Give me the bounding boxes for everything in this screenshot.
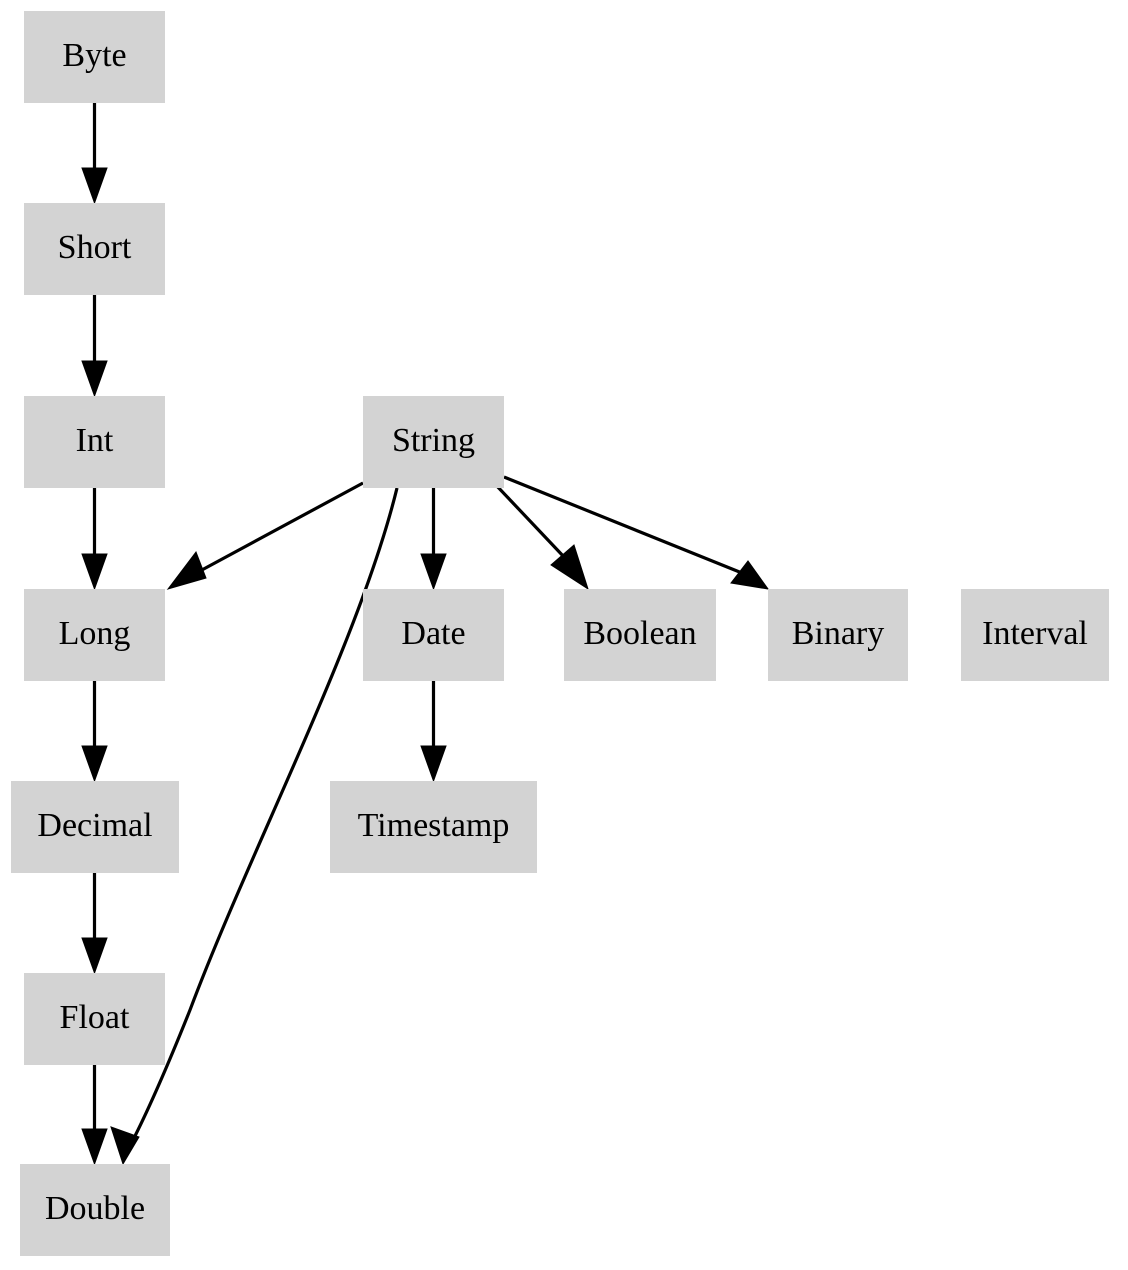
node-rect[interactable] xyxy=(24,396,165,488)
arrowhead-icon xyxy=(81,360,108,398)
edge-line xyxy=(493,482,567,560)
arrowhead-icon xyxy=(110,1126,140,1166)
node-int[interactable]: Int xyxy=(24,396,165,488)
arrowhead-icon xyxy=(730,560,770,590)
node-label: Boolean xyxy=(583,615,696,652)
node-interval[interactable]: Interval xyxy=(961,589,1109,681)
edge-decimal-float xyxy=(81,873,108,975)
node-decimal[interactable]: Decimal xyxy=(11,781,179,873)
arrowhead-icon xyxy=(81,937,108,975)
arrowhead-icon xyxy=(81,167,108,205)
node-label: Timestamp xyxy=(358,807,510,844)
node-rect[interactable] xyxy=(363,589,504,681)
arrowhead-icon xyxy=(81,553,108,591)
node-rect[interactable] xyxy=(24,589,165,681)
node-label: Date xyxy=(401,615,465,652)
edge-string-boolean xyxy=(493,482,589,591)
node-label: Decimal xyxy=(37,807,152,844)
node-string[interactable]: String xyxy=(363,396,504,488)
node-label: Byte xyxy=(62,37,126,74)
node-float[interactable]: Float xyxy=(24,973,165,1065)
node-label: Double xyxy=(45,1190,145,1227)
node-rect[interactable] xyxy=(564,589,716,681)
node-label: Short xyxy=(58,229,132,266)
edge-line xyxy=(503,475,743,575)
node-label: Interval xyxy=(982,615,1088,652)
edge-string-date xyxy=(420,488,447,591)
node-short[interactable]: Short xyxy=(24,203,165,295)
arrowhead-icon xyxy=(166,550,207,590)
node-byte[interactable]: Byte xyxy=(24,11,165,103)
node-boolean[interactable]: Boolean xyxy=(564,589,716,681)
node-date[interactable]: Date xyxy=(363,589,504,681)
node-label: String xyxy=(392,422,475,459)
node-long[interactable]: Long xyxy=(24,589,165,681)
edge-byte-short xyxy=(81,103,108,205)
edge-long-decimal xyxy=(81,681,108,783)
arrowhead-icon xyxy=(420,745,447,783)
node-rect[interactable] xyxy=(24,203,165,295)
node-rect[interactable] xyxy=(363,396,504,488)
node-label: Int xyxy=(76,422,114,459)
arrowhead-icon xyxy=(420,553,447,591)
edge-string-double xyxy=(110,487,399,1166)
node-label: Float xyxy=(60,999,130,1036)
edge-string-binary xyxy=(503,475,770,590)
node-rect[interactable] xyxy=(768,589,908,681)
node-label: Long xyxy=(59,615,131,652)
edge-short-int xyxy=(81,295,108,398)
edge-string-long xyxy=(166,481,364,590)
arrowhead-icon xyxy=(550,544,589,591)
node-binary[interactable]: Binary xyxy=(768,589,908,681)
arrowhead-icon xyxy=(81,745,108,783)
node-timestamp[interactable]: Timestamp xyxy=(330,781,537,873)
node-label: Binary xyxy=(792,615,885,652)
edges-layer xyxy=(81,103,770,1166)
arrowhead-icon xyxy=(81,1128,108,1166)
edge-float-double xyxy=(81,1065,108,1166)
edge-date-timestamp xyxy=(420,681,447,783)
node-rect[interactable] xyxy=(20,1164,170,1256)
edge-line xyxy=(199,481,364,573)
node-rect[interactable] xyxy=(11,781,179,873)
node-rect[interactable] xyxy=(24,11,165,103)
edge-line xyxy=(133,487,399,1137)
node-rect[interactable] xyxy=(24,973,165,1065)
node-rect[interactable] xyxy=(961,589,1109,681)
node-double[interactable]: Double xyxy=(20,1164,170,1256)
edge-int-long xyxy=(81,488,108,591)
node-rect[interactable] xyxy=(330,781,537,873)
